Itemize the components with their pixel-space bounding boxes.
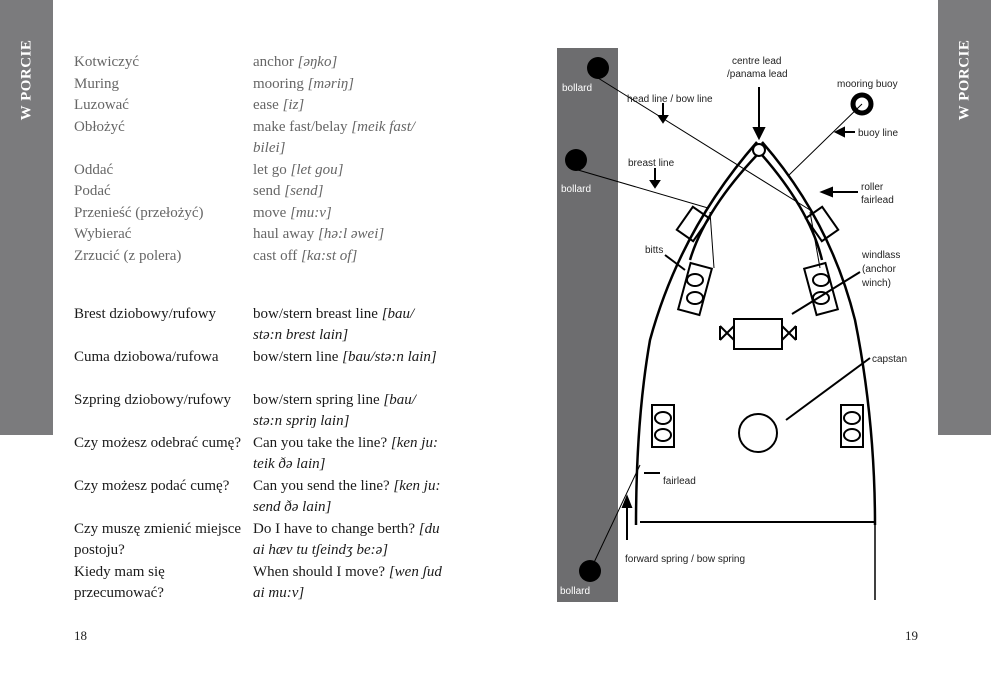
translation-text: make fast/belay	[253, 118, 348, 135]
translation-text: let go	[253, 161, 287, 178]
translation-text: cast off	[253, 247, 298, 264]
translation-text: anchor	[253, 54, 294, 70]
bollard-icon	[565, 149, 587, 171]
translation-text: Do I have to change berth?	[253, 521, 416, 537]
pronunciation: [send]	[284, 183, 324, 199]
section-tab-right: W PORCIE	[938, 0, 991, 435]
english-translation: let go [let gou]	[253, 160, 443, 181]
polish-term: Czy możesz odebrać cumę?	[74, 435, 241, 451]
translation-text: mooring	[253, 75, 304, 92]
english-translation: anchor [əŋko]	[253, 52, 443, 73]
pronunciation: [ken ju: send ðə lain]	[253, 478, 441, 515]
translation-text: Can you take the line?	[253, 435, 388, 451]
pronunciation: [iz]	[282, 97, 305, 113]
polish-term: Brest dziobowy/rufowy	[74, 306, 217, 322]
polish-term: Czy możesz podać cumę?	[74, 478, 230, 494]
polish-term: Kotwiczyć	[74, 54, 139, 70]
translation-text: send	[253, 183, 281, 199]
pronunciation: [bau/ stə:n brest lain]	[253, 306, 415, 343]
translation-text: move	[253, 204, 287, 221]
english-translation: When should I move? [wen ʃud ai mu:v]	[253, 562, 443, 604]
polish-term: Czy muszę zmienić miejsce postoju?	[74, 521, 242, 558]
translation-text: bow/stern spring line	[253, 392, 380, 408]
polish-term: Wybierać	[74, 226, 132, 242]
mooring-buoy-icon	[850, 92, 874, 116]
svg-text:fairlead: fairlead	[663, 476, 696, 487]
svg-text:bollard: bollard	[562, 83, 592, 94]
windlass-icon	[719, 318, 797, 350]
pronunciation: [ka:st of]	[301, 247, 358, 264]
polish-term: Przenieść (przełożyć)	[74, 204, 204, 221]
capstan-icon	[738, 413, 778, 453]
translation-text: bow/stern line	[253, 349, 339, 365]
translation-text: When should I move?	[253, 564, 386, 580]
svg-text:bollard: bollard	[560, 586, 590, 597]
svg-text:mooring buoy: mooring buoy	[837, 79, 898, 90]
pronunciation: [ken ju: teik ðə lain]	[253, 435, 438, 472]
english-translation: bow/stern spring line [bau/ stə:n spriŋ …	[253, 390, 443, 432]
english-translation: haul away [hə:l əwei]	[253, 224, 443, 245]
english-translation: bow/stern line [bau/stə:n lain]	[253, 347, 443, 368]
pronunciation: [hə:l əwei]	[317, 226, 385, 242]
svg-text:(anchor: (anchor	[862, 264, 897, 275]
pronunciation: [du ai hæv tu tʃeindʒ be:ə]	[253, 521, 440, 558]
bollard-icon	[587, 57, 609, 79]
pronunciation: [bau/ stə:n spriŋ lain]	[253, 392, 416, 429]
quay-strip	[557, 48, 618, 602]
polish-term: Cuma dziobowa/rufowa	[74, 349, 219, 365]
english-translation: Can you send the line? [ken ju: send ðə …	[253, 476, 443, 518]
section-tab-left: W PORCIE	[0, 0, 53, 435]
pronunciation: [mu:v]	[290, 204, 332, 221]
english-translation: make fast/belay [meik fast/ bilei]	[253, 117, 443, 159]
page-number-left: 18	[74, 628, 87, 643]
pronunciation: [bau/stə:n lain]	[342, 349, 437, 365]
polish-term: Muring	[74, 75, 119, 92]
svg-text:capstan: capstan	[872, 354, 907, 365]
svg-text:centre lead: centre lead	[732, 56, 781, 67]
english-translation: cast off [ka:st of]	[253, 246, 443, 267]
polish-term: Zrzucić (z polera)	[74, 247, 182, 264]
svg-text:head line / bow line: head line / bow line	[627, 94, 713, 105]
svg-text:forward spring / bow spring: forward spring / bow spring	[625, 554, 745, 565]
polish-term: Oddać	[74, 161, 114, 178]
hull-outline	[634, 141, 877, 526]
translation-text: Can you send the line?	[253, 478, 390, 494]
svg-text:bollard: bollard	[561, 184, 591, 195]
translation-text: ease	[253, 97, 279, 113]
english-translation: Can you take the line? [ken ju: teik ðə …	[253, 433, 443, 475]
pronunciation: [əŋko]	[297, 54, 338, 70]
pronunciation: [let gou]	[290, 161, 344, 178]
bitts-icon	[651, 261, 864, 448]
svg-text:/panama lead: /panama lead	[727, 69, 788, 80]
svg-text:roller: roller	[861, 182, 884, 193]
page-number-right: 19	[905, 628, 918, 643]
svg-text:buoy line: buoy line	[858, 128, 898, 139]
polish-term: Szpring dziobowy/rufowy	[74, 392, 232, 408]
svg-text:fairlead: fairlead	[861, 195, 894, 206]
svg-text:winch): winch)	[861, 278, 891, 289]
svg-text:breast line: breast line	[628, 158, 675, 169]
svg-text:bitts: bitts	[645, 245, 663, 256]
english-translation: mooring [məriŋ]	[253, 74, 443, 95]
polish-term: Kiedy mam się przecumować?	[74, 564, 165, 601]
svg-text:windlass: windlass	[861, 250, 900, 261]
pronunciation: [meik fast/ bilei]	[253, 118, 416, 156]
pronunciation: [məriŋ]	[307, 75, 354, 92]
english-translation: Do I have to change berth? [du ai hæv tu…	[253, 519, 443, 561]
polish-term: Luzować	[74, 97, 129, 113]
polish-term: Podać	[74, 183, 111, 199]
pronunciation: [wen ʃud ai mu:v]	[253, 564, 442, 601]
english-translation: send [send]	[253, 181, 443, 202]
english-translation: ease [iz]	[253, 95, 443, 116]
polish-term: Obłożyć	[74, 118, 125, 135]
translation-text: haul away	[253, 226, 315, 242]
english-translation: move [mu:v]	[253, 203, 443, 224]
english-translation: bow/stern breast line [bau/ stə:n brest …	[253, 304, 443, 346]
translation-text: bow/stern breast line	[253, 306, 378, 322]
